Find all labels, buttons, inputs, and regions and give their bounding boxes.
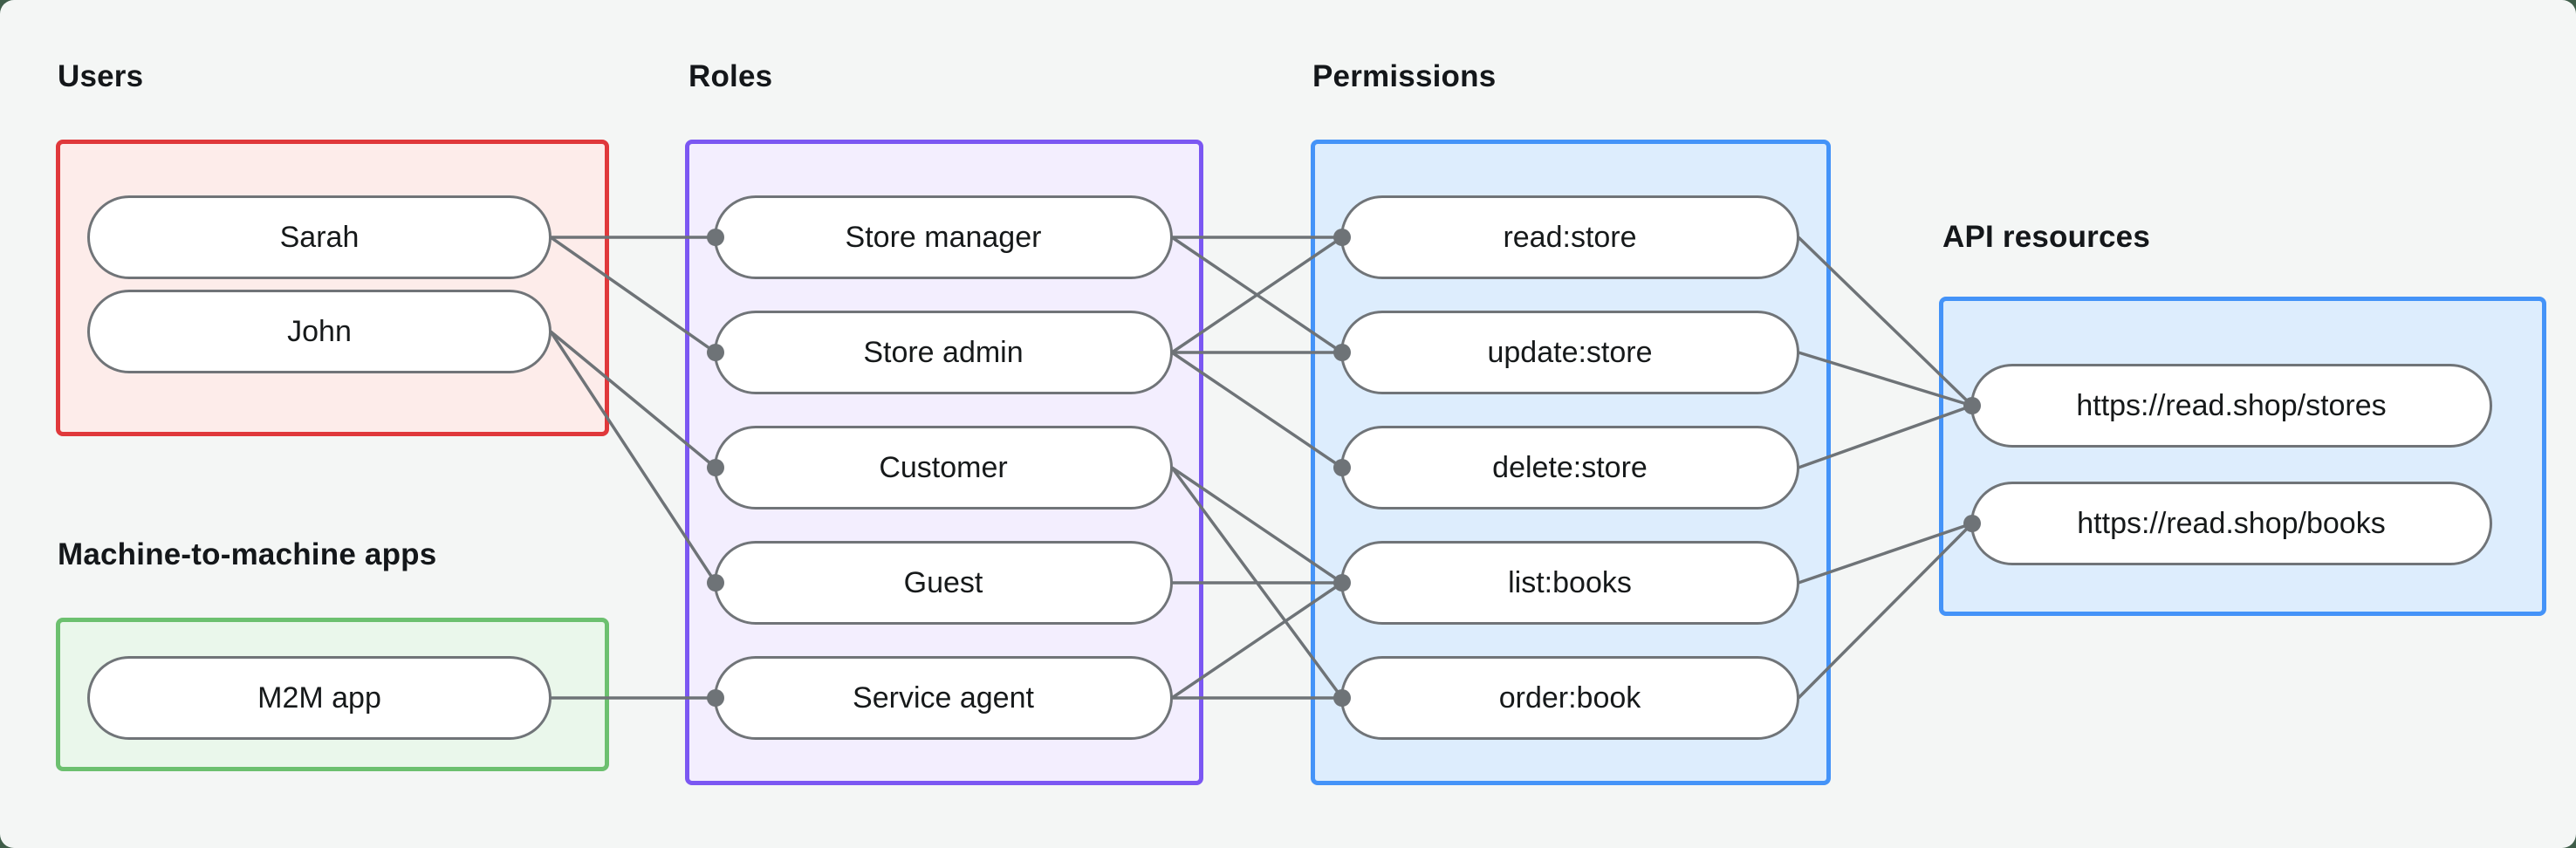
roles-group-title: Roles xyxy=(689,59,773,93)
node-role-guest: Guest xyxy=(714,541,1173,625)
node-role-store-admin: Store admin xyxy=(714,311,1173,394)
m2m-group-title: Machine-to-machine apps xyxy=(58,537,437,571)
users-group-title: Users xyxy=(58,59,144,93)
node-m2m-app: M2M app xyxy=(87,656,552,740)
node-permission-read-store: read:store xyxy=(1340,195,1799,279)
node-role-store-manager: Store manager xyxy=(714,195,1173,279)
node-role-service-agent: Service agent xyxy=(714,656,1173,740)
node-api-resource-books: https://read.shop/books xyxy=(1970,482,2492,565)
node-permission-order-book: order:book xyxy=(1340,656,1799,740)
node-user-john: John xyxy=(87,290,552,373)
users-group-box xyxy=(56,140,609,436)
node-role-customer: Customer xyxy=(714,426,1173,509)
api-resources-group-title: API resources xyxy=(1942,220,2150,254)
node-permission-list-books: list:books xyxy=(1340,541,1799,625)
node-api-resource-stores: https://read.shop/stores xyxy=(1970,364,2492,448)
api-resources-group-box xyxy=(1939,297,2546,616)
node-permission-update-store: update:store xyxy=(1340,311,1799,394)
node-permission-delete-store: delete:store xyxy=(1340,426,1799,509)
permissions-group-title: Permissions xyxy=(1312,59,1497,93)
node-user-sarah: Sarah xyxy=(87,195,552,279)
